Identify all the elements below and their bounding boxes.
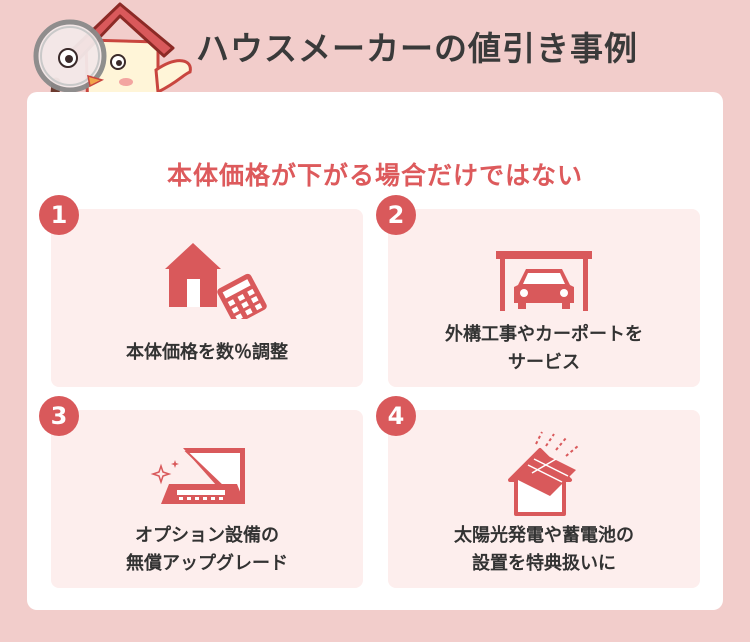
case-label-line: 設置を特典扱いに: [472, 553, 616, 574]
case-card-2: 2 外構工事やカーポートを サービス: [376, 195, 700, 387]
case-label-line: サービス: [508, 352, 580, 373]
case-label-line: オプション設備の: [135, 525, 279, 546]
solar-house-icon: [388, 430, 700, 520]
content-panel: 本体価格が下がる場合だけではない 1 本体価格を数％調整 2: [27, 92, 723, 610]
case-label: 外構工事やカーポートを サービス: [388, 321, 700, 377]
case-label: 太陽光発電や蓄電池の 設置を特典扱いに: [388, 522, 700, 578]
case-label-line: 無償アップグレード: [126, 553, 288, 574]
case-card-1: 1 本体価格を数％調整: [39, 195, 363, 387]
case-card-4: 4 太陽光発電や蓄電池の 設置を特典扱いに: [376, 396, 700, 588]
case-number-badge: 4: [376, 396, 416, 436]
case-label-line: 外構工事やカーポートを: [445, 324, 643, 345]
case-card-3: 3 オプション設備の 無償アップグレード: [39, 396, 363, 588]
case-number-badge: 3: [39, 396, 79, 436]
page-title: ハウスメーカーの値引き事例: [196, 29, 638, 68]
case-label: 本体価格を数％調整: [51, 339, 363, 367]
carport-icon: [388, 229, 700, 319]
case-number-badge: 1: [39, 195, 79, 235]
range-hood-icon: [51, 430, 363, 520]
case-number-badge: 2: [376, 195, 416, 235]
subtitle: 本体価格が下がる場合だけではない: [166, 161, 583, 190]
house-calculator-icon: [51, 229, 363, 319]
case-label-line: 太陽光発電や蓄電池の: [454, 525, 634, 546]
case-label-line: 本体価格を数％調整: [126, 342, 288, 363]
case-label: オプション設備の 無償アップグレード: [51, 522, 363, 578]
